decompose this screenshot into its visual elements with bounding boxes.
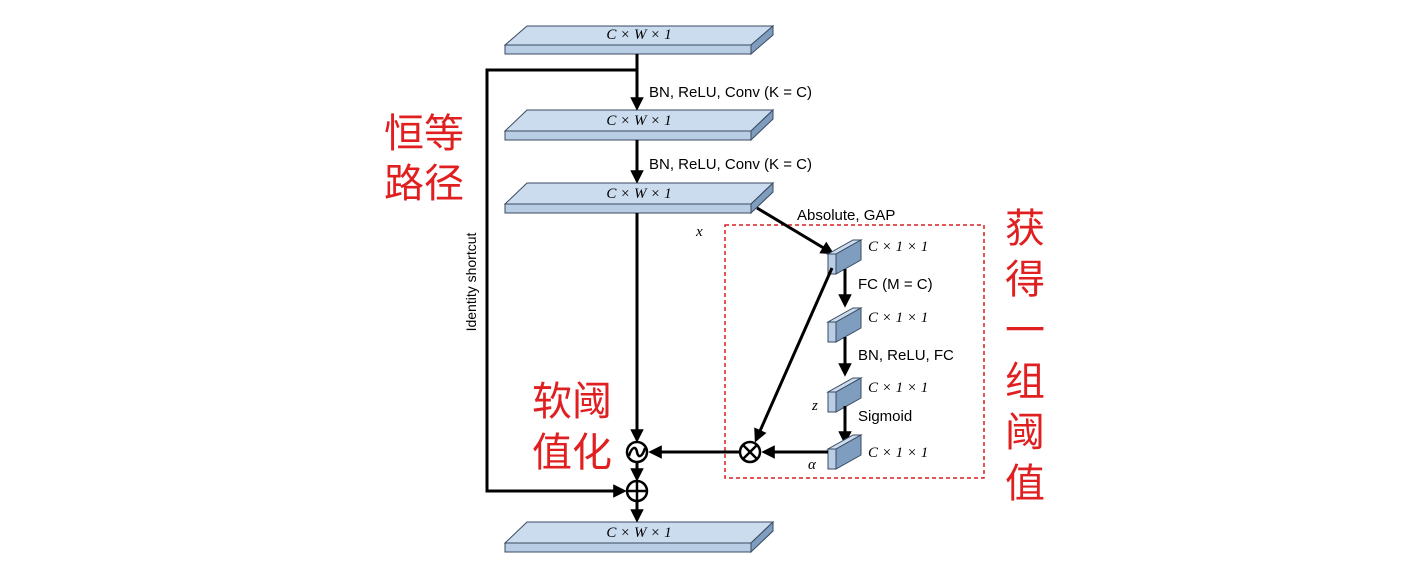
tensor-output-label: C × W × 1 bbox=[606, 525, 671, 541]
annotation-get-thresholds-char4: 组 bbox=[1005, 359, 1045, 405]
tensor-layer2-label: C × W × 1 bbox=[606, 186, 671, 202]
annotation-soft-threshold: 软阈 值化 bbox=[532, 379, 612, 476]
annotation-identity-path-line1: 恒等 bbox=[384, 111, 464, 157]
annotation-get-thresholds-char5: 阈 bbox=[1005, 410, 1045, 456]
op-conv2-label: BN, ReLU, Conv (K = C) bbox=[649, 156, 812, 173]
annotation-get-thresholds-char3: 一 bbox=[1005, 308, 1045, 354]
var-x-label: x bbox=[695, 224, 703, 240]
var-z-label: z bbox=[811, 398, 818, 414]
branch-tensor-3-label: C × 1 × 1 bbox=[868, 380, 928, 396]
tensor-input: C × W × 1 bbox=[503, 24, 775, 56]
soft-threshold-operator bbox=[625, 440, 649, 464]
op-bn-relu-fc-label: BN, ReLU, FC bbox=[858, 347, 954, 364]
tensor-input-label: C × W × 1 bbox=[606, 27, 671, 43]
annotation-get-thresholds-char2: 得 bbox=[1005, 257, 1045, 303]
var-alpha-label: α bbox=[808, 457, 817, 473]
threshold-branch-box bbox=[724, 224, 985, 479]
annotation-soft-threshold-line1: 软阈 bbox=[532, 379, 612, 425]
identity-shortcut-label: Identity shortcut bbox=[463, 232, 479, 331]
sum-operator bbox=[625, 479, 649, 503]
op-sigmoid-label: Sigmoid bbox=[858, 408, 912, 425]
tensor-output: C × W × 1 bbox=[503, 520, 775, 554]
branch-tensor-2: C × 1 × 1 bbox=[826, 307, 928, 343]
annotation-identity-path: 恒等 路径 bbox=[384, 111, 464, 207]
op-conv1-label: BN, ReLU, Conv (K = C) bbox=[649, 84, 812, 101]
arrow-abs-gap bbox=[756, 206, 835, 255]
annotation-get-thresholds-char6: 值 bbox=[1005, 461, 1045, 507]
identity-shortcut-line bbox=[485, 68, 637, 498]
tensor-layer2: C × W × 1 bbox=[503, 181, 775, 215]
op-abs-gap-label: Absolute, GAP bbox=[797, 207, 895, 224]
arrow-abs-to-multiply bbox=[754, 267, 834, 443]
branch-tensor-2-label: C × 1 × 1 bbox=[868, 310, 928, 326]
annotation-get-thresholds: 获 得 一 组 阈 值 bbox=[1005, 206, 1045, 507]
op-fc1-label: FC (M = C) bbox=[858, 276, 933, 293]
annotation-soft-threshold-line2: 值化 bbox=[532, 430, 612, 476]
branch-tensor-1-label: C × 1 × 1 bbox=[868, 239, 928, 255]
branch-tensor-4: C × 1 × 1 bbox=[826, 434, 928, 470]
branch-tensor-1: C × 1 × 1 bbox=[826, 239, 928, 275]
tensor-layer1-label: C × W × 1 bbox=[606, 113, 671, 129]
branch-tensor-4-label: C × 1 × 1 bbox=[868, 445, 928, 461]
annotation-identity-path-line2: 路径 bbox=[384, 161, 464, 207]
annotation-get-thresholds-char1: 获 bbox=[1005, 206, 1045, 252]
branch-tensor-3: C × 1 × 1 bbox=[826, 377, 928, 413]
tensor-layer1: C × W × 1 bbox=[503, 108, 775, 142]
multiply-operator bbox=[738, 440, 762, 464]
